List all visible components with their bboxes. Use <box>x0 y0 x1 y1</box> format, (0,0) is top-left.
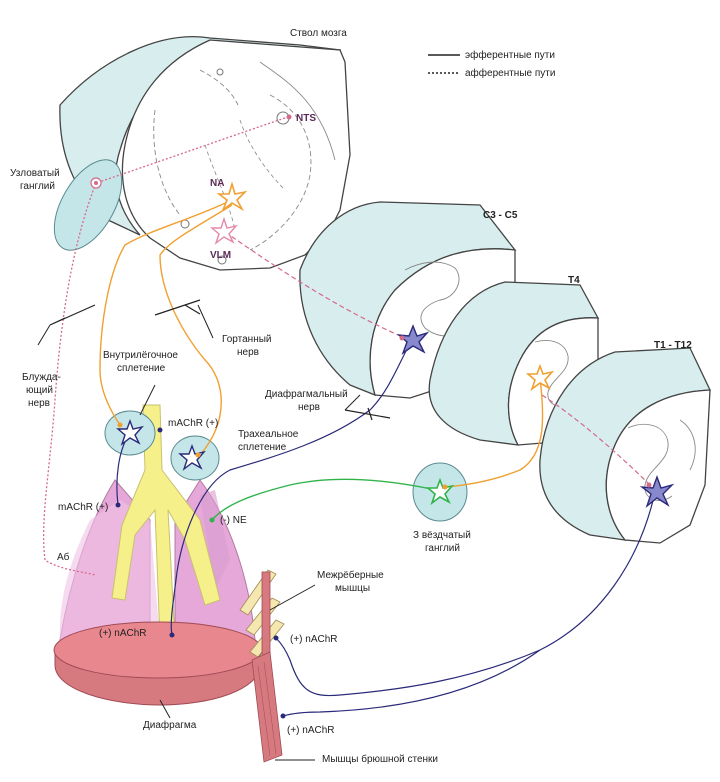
stellate-neuron-icon <box>425 477 455 506</box>
ne-label: (-) NE <box>220 515 247 526</box>
machr-left-label: mAChR (+) <box>58 502 108 513</box>
legend-efferent: эфферентные пути <box>465 49 555 61</box>
diaphragm <box>53 621 263 706</box>
vlm-neuron-icon <box>210 216 238 245</box>
vagus-label-2: ющий <box>26 385 53 396</box>
nachr-label-1: (+) nAChR <box>99 628 147 639</box>
sympathetic-preganglionic-path <box>444 377 544 488</box>
abdominal-label: Мышцы брюшной стенки <box>322 753 438 765</box>
nachr-label-3: (+) nAChR <box>287 725 335 736</box>
phrenic-label-1: Диафрагмальный <box>265 388 348 400</box>
t4-neuron-icon <box>525 363 555 392</box>
nodose-ganglion <box>53 159 123 251</box>
diaphragm-label: Диафрагма <box>143 719 197 731</box>
laryngeal-label-1: Гортанный <box>222 334 272 345</box>
na-neuron-icon <box>216 181 248 213</box>
laryngeal-label-2: нерв <box>237 347 259 358</box>
abdominal-efferent-path <box>282 649 541 717</box>
abdominal-wall-muscles <box>251 651 283 763</box>
nodose-label-2: ганглий <box>20 181 55 192</box>
intercostal-muscles <box>239 569 285 663</box>
intrapulmonary-neuron-icon <box>116 419 144 446</box>
tracheal-label-2: сплетение <box>238 442 287 453</box>
na-label: NA <box>210 178 224 189</box>
nts-label: NTS <box>296 113 316 124</box>
nachr-label-2: (+) nAChR <box>290 634 338 645</box>
nodose-label-1: Узловатый <box>10 168 60 179</box>
vagus-label-3: нерв <box>28 398 50 409</box>
intercostal-label-2: мышцы <box>335 583 370 594</box>
brainstem-label: Ствол мозга <box>290 28 347 39</box>
tracheal-neuron-icon <box>178 444 206 471</box>
intrapulmonary-label-1: Внутрилёгочное <box>103 350 178 361</box>
leader-lines <box>37 304 361 761</box>
c3-c5-motoneuron-icon <box>396 324 430 355</box>
legend: эфферентные пути афферентные пути <box>428 49 555 79</box>
nerve-cut-marks <box>49 299 391 421</box>
sympathetic-postganglionic-path <box>211 478 437 521</box>
vlm-label: VLM <box>210 250 231 261</box>
machr-top-label: mAChR (+) <box>168 418 218 429</box>
t1-t12-label: T1 - T12 <box>654 340 692 351</box>
synapse-dots <box>90 114 652 719</box>
intercostal-label-1: Межрёберные <box>317 569 384 581</box>
bulbospinal-path-t <box>541 394 656 491</box>
legend-afferent: афферентные пути <box>465 67 555 79</box>
tracheal-label-1: Трахеальное <box>238 429 299 440</box>
c3-c5-label: C3 - C5 <box>483 210 518 221</box>
laryngeal-efferent-path <box>159 204 233 456</box>
spinal-slab-t1-t12 <box>539 347 712 544</box>
brainstem-slab <box>59 36 351 271</box>
vagus-label-1: Блужда- <box>22 372 61 383</box>
t1-t12-motoneuron-icon <box>639 474 675 509</box>
stellate-label-1: З вёздчатый <box>413 530 471 541</box>
phrenic-label-2: нерв <box>298 402 320 413</box>
stellate-label-2: ганглий <box>425 543 460 554</box>
a-delta-label: Aб <box>57 551 70 563</box>
intercostal-efferent-path <box>275 491 656 697</box>
t4-label: T4 <box>568 275 580 286</box>
phrenic-nerve-path <box>170 339 413 636</box>
bulbospinal-path-c3 <box>224 231 406 339</box>
vagal-efferent-path <box>99 199 233 426</box>
intrapulmonary-label-2: сплетение <box>117 363 166 374</box>
